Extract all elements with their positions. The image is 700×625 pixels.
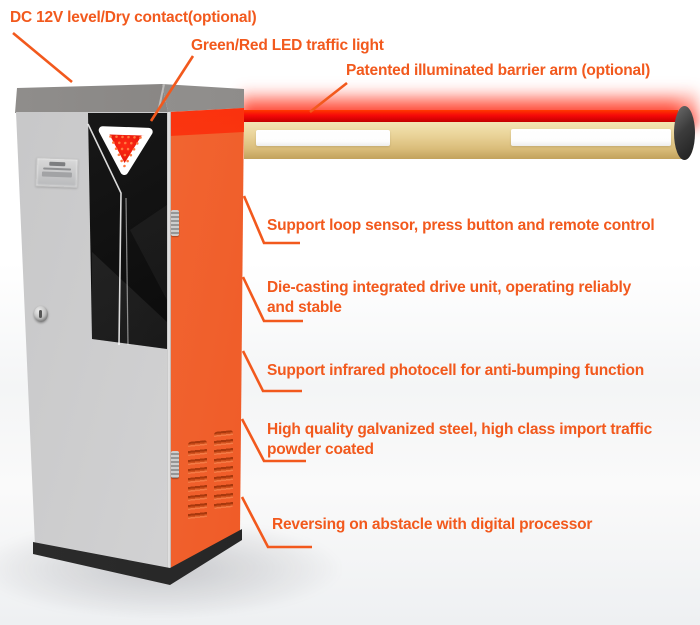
annotation-reversing: Reversing on abstacle with digital proce… <box>272 516 593 533</box>
led-triangle-icon <box>98 126 153 175</box>
annotation-loop-sensor: Support loop sensor, press button and re… <box>267 217 655 234</box>
door-hinge <box>171 451 179 478</box>
leader-drive-unit <box>241 276 303 323</box>
annotation-dc-power: DC 12V level/Dry contact(optional) <box>10 9 257 26</box>
arm-reflective-stripe <box>256 130 390 146</box>
leader-barrier-arm <box>309 81 348 114</box>
leader-photocell <box>241 350 302 393</box>
arm-end-cap <box>674 106 695 160</box>
leader-traffic-light <box>149 55 195 122</box>
annotation-steel-body: High quality galvanized steel, high clas… <box>267 421 652 458</box>
leader-steel-body <box>240 418 306 463</box>
annotation-traffic-light: Green/Red LED traffic light <box>191 37 384 54</box>
arm-illuminated-strip <box>244 110 678 122</box>
arm-reflective-stripe <box>511 129 671 146</box>
annotation-barrier-arm: Patented illuminated barrier arm (option… <box>346 62 651 79</box>
leader-loop-sensor <box>242 195 300 245</box>
leader-dc-power <box>12 31 73 84</box>
door-lock <box>34 306 48 322</box>
leader-reversing <box>240 496 312 549</box>
door-hinge <box>171 210 179 236</box>
keyhole <box>39 310 42 318</box>
panel-decor-lines <box>87 123 129 346</box>
annotation-photocell: Support infrared photocell for anti-bump… <box>267 362 645 379</box>
cabinet-front-edge <box>167 112 171 573</box>
annotation-drive-unit: Die-casting integrated drive unit, opera… <box>267 279 632 316</box>
